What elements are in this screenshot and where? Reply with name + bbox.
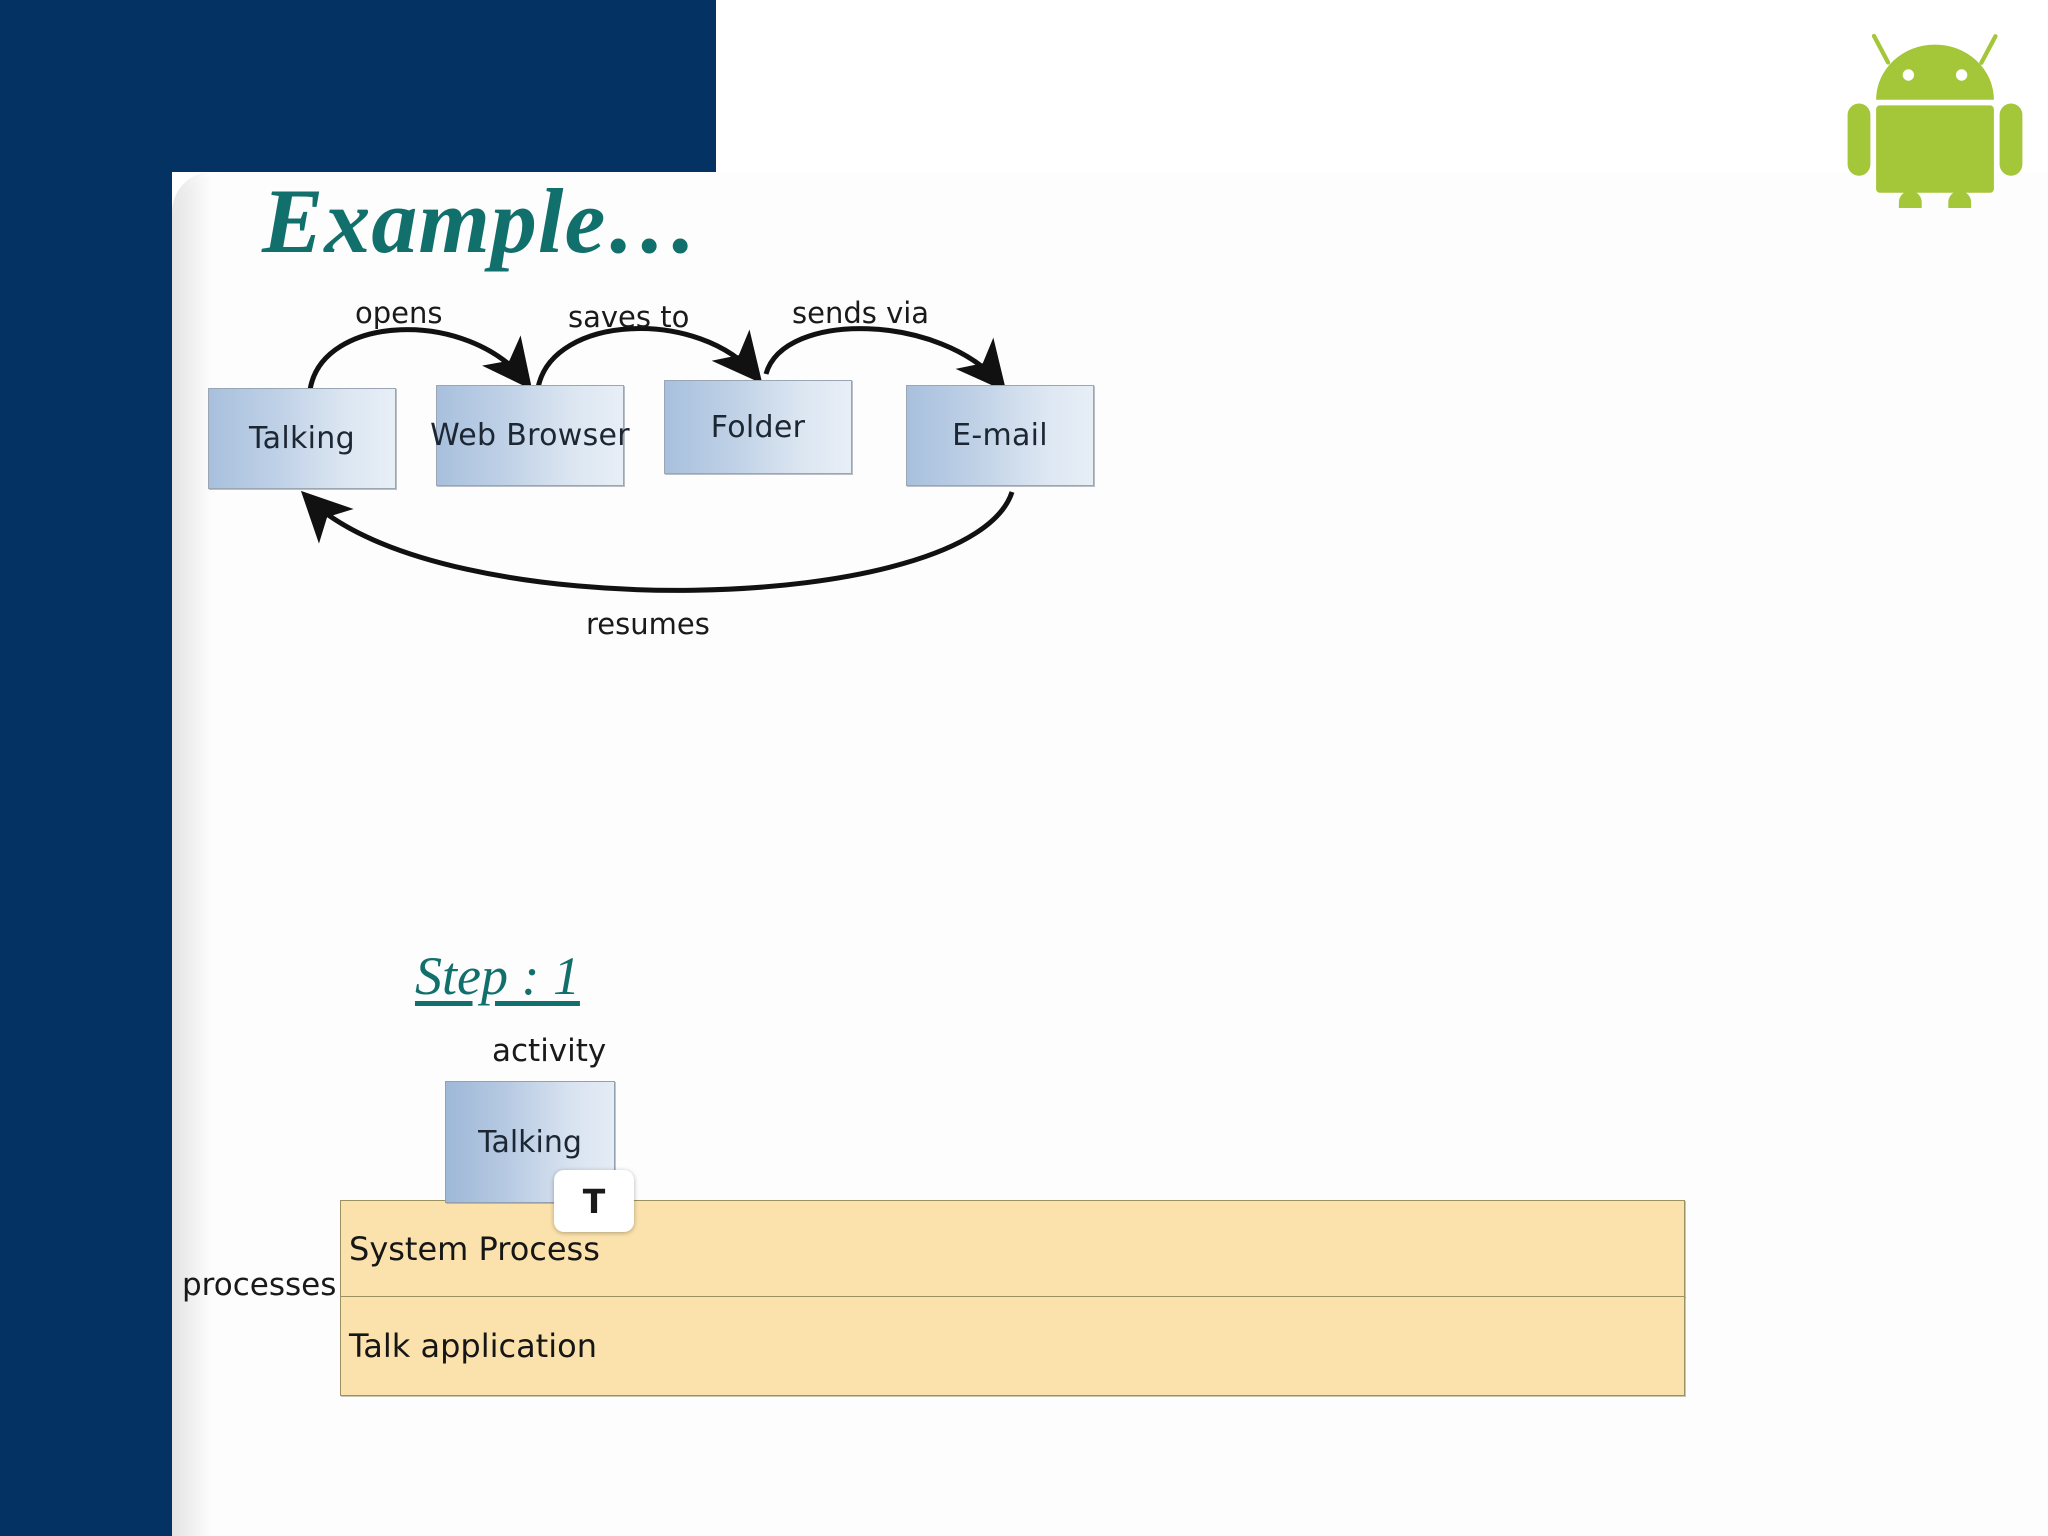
activity-box-talking[interactable]: Talking [445,1081,615,1203]
android-robot-logo [1847,33,2023,208]
process-row-label: System Process [349,1229,600,1268]
step-label: Step : 1 [415,946,580,1006]
step-diagram: activity processes Talking T System Proc… [182,1033,1720,1505]
flow-node-talking[interactable]: Talking [208,388,396,489]
activity-caption: activity [492,1033,607,1069]
flow-node-folder[interactable]: Folder [664,380,852,474]
flow-node-label: Talking [249,421,355,456]
activity-box-label: Talking [478,1124,582,1160]
navy-left-rail [0,0,172,1536]
flow-diagram: Talking Web Browser Folder E-mail opens … [200,296,1180,680]
page-title: Example… [262,170,700,272]
flow-node-web-browser[interactable]: Web Browser [430,385,630,486]
edge-label-opens: opens [355,296,443,330]
flow-node-label: Folder [710,409,806,445]
edge-label-resumes: resumes [586,607,710,641]
flow-node-label: Web Browser [430,418,630,453]
flow-arrows [300,326,1015,593]
edge-label-saves-to: saves to [568,300,690,334]
flow-node-email[interactable]: E-mail [906,385,1094,486]
process-stack: System Process Talk application [340,1200,1685,1396]
process-row-system[interactable]: System Process [340,1200,1685,1297]
process-row-label: Talk application [349,1327,597,1365]
talk-app-icon-glyph: T [582,1181,606,1221]
flow-node-label: E-mail [952,418,1048,453]
talk-app-icon[interactable]: T [554,1170,634,1232]
processes-caption: processes [182,1267,337,1303]
process-row-talk-application[interactable]: Talk application [340,1296,1685,1396]
edge-label-sends-via: sends via [792,296,930,330]
